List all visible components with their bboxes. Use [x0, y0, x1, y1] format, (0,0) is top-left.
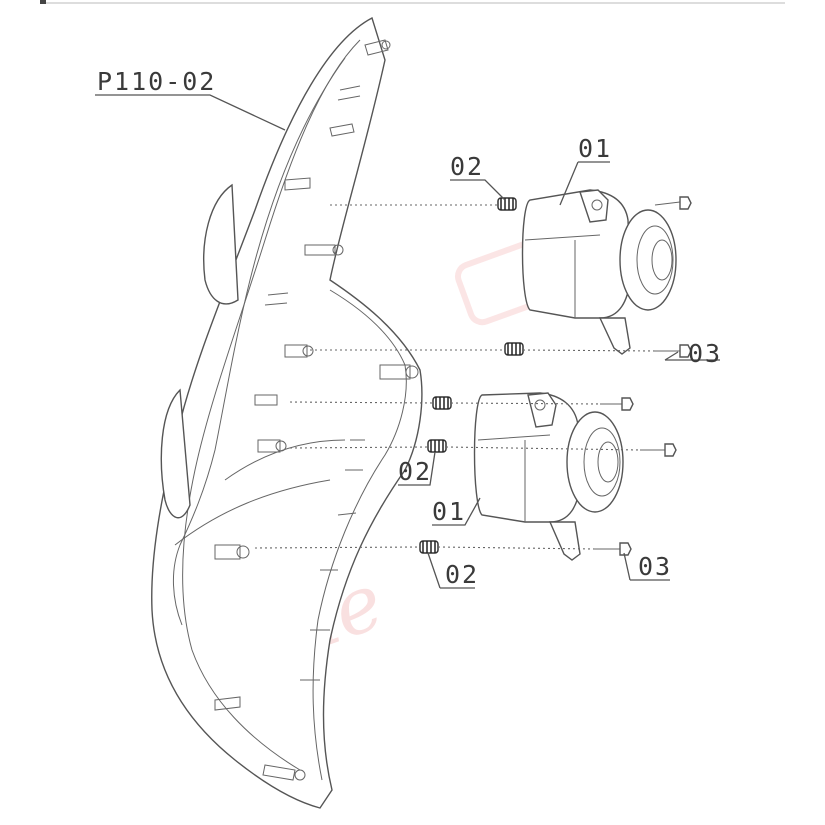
spring-mid1: [504, 342, 524, 356]
spring-lower: [419, 540, 439, 554]
assembly-lines: [254, 204, 656, 550]
spring-mid2: [432, 396, 452, 410]
lamp-unit-lower: [473, 392, 624, 561]
headlamp-housing: [151, 16, 423, 809]
spring-mid3: [427, 439, 447, 453]
label-part-01-lower: 01: [432, 497, 466, 526]
label-part-02-middle: 02: [398, 457, 432, 486]
screw-mid: [655, 344, 692, 358]
label-part-01-upper: 01: [578, 134, 612, 163]
screw-upper: [654, 196, 692, 210]
corner-mark: [40, 0, 46, 4]
label-part-03-upper: 03: [688, 339, 722, 368]
label-housing: P110-02: [97, 67, 216, 96]
lamp-unit-upper: [521, 189, 677, 355]
screw-lower: [595, 542, 632, 556]
label-part-02-upper: 02: [450, 152, 484, 181]
screw-mid3: [640, 443, 677, 457]
spring-upper: [497, 197, 517, 211]
callout-leaders: [95, 94, 720, 589]
screw-mid2: [600, 397, 634, 411]
label-part-02-lower: 02: [445, 560, 479, 589]
label-part-03-lower: 03: [638, 552, 672, 581]
